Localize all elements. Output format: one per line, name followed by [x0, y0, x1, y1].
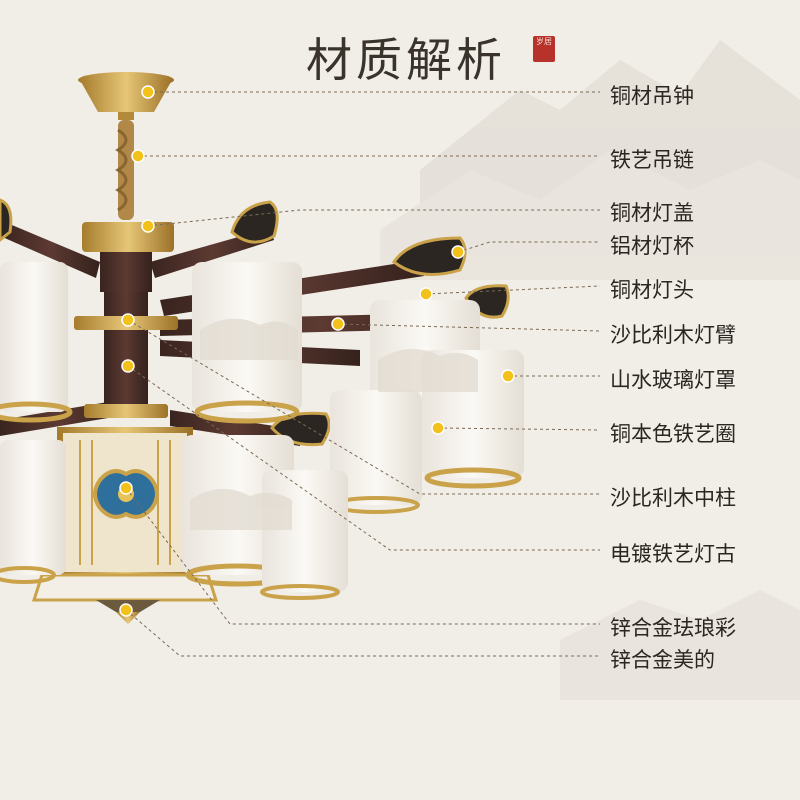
leader-lines	[125, 91, 601, 657]
glass-shades	[0, 262, 524, 600]
callout-marker	[119, 481, 133, 495]
label-wood-arm: 沙比利木灯臂	[610, 323, 736, 347]
label-iron-chain: 铁艺吊链	[610, 148, 694, 172]
callout-marker	[419, 287, 433, 301]
callout-marker	[141, 85, 155, 99]
mountain-backdrop	[380, 40, 800, 700]
leader-line	[125, 609, 600, 657]
callout-markers	[119, 85, 515, 617]
callout-marker	[451, 245, 465, 259]
callout-marker	[119, 603, 133, 617]
label-wood-center-column: 沙比利木中柱	[610, 486, 736, 510]
label-aluminum-cup: 铝材灯杯	[610, 234, 694, 258]
leader-line	[337, 323, 601, 332]
leader-line	[147, 209, 600, 227]
iron-chain	[115, 120, 134, 220]
label-zinc-enamel: 锌合金珐琅彩	[610, 616, 736, 640]
label-plated-iron-body: 电镀铁艺灯古	[610, 542, 736, 566]
leader-line	[425, 285, 601, 295]
callout-marker	[121, 359, 135, 373]
wood-center-column	[74, 292, 178, 418]
leader-line	[127, 365, 600, 551]
label-zinc-finial: 锌合金美的	[610, 648, 715, 672]
label-copper-lamp-head: 铜材灯头	[610, 278, 694, 302]
callout-marker	[141, 219, 155, 233]
label-landscape-glass-shade: 山水玻璃灯罩	[610, 368, 736, 392]
page-title: 材质解析	[306, 33, 506, 87]
brass-ceiling-canopy	[78, 72, 174, 120]
seal-stamp: 岁居	[533, 36, 555, 62]
callout-marker	[431, 421, 445, 435]
callout-marker	[331, 317, 345, 331]
brass-lamp-cover	[82, 222, 174, 292]
label-copper-iron-ring: 铜本色铁艺圈	[610, 422, 736, 446]
callout-marker	[121, 313, 135, 327]
callout-marker	[131, 149, 145, 163]
callout-marker	[501, 369, 515, 383]
label-copper-canopy: 铜材吊钟	[610, 84, 694, 108]
label-copper-cover: 铜材灯盖	[610, 201, 694, 225]
